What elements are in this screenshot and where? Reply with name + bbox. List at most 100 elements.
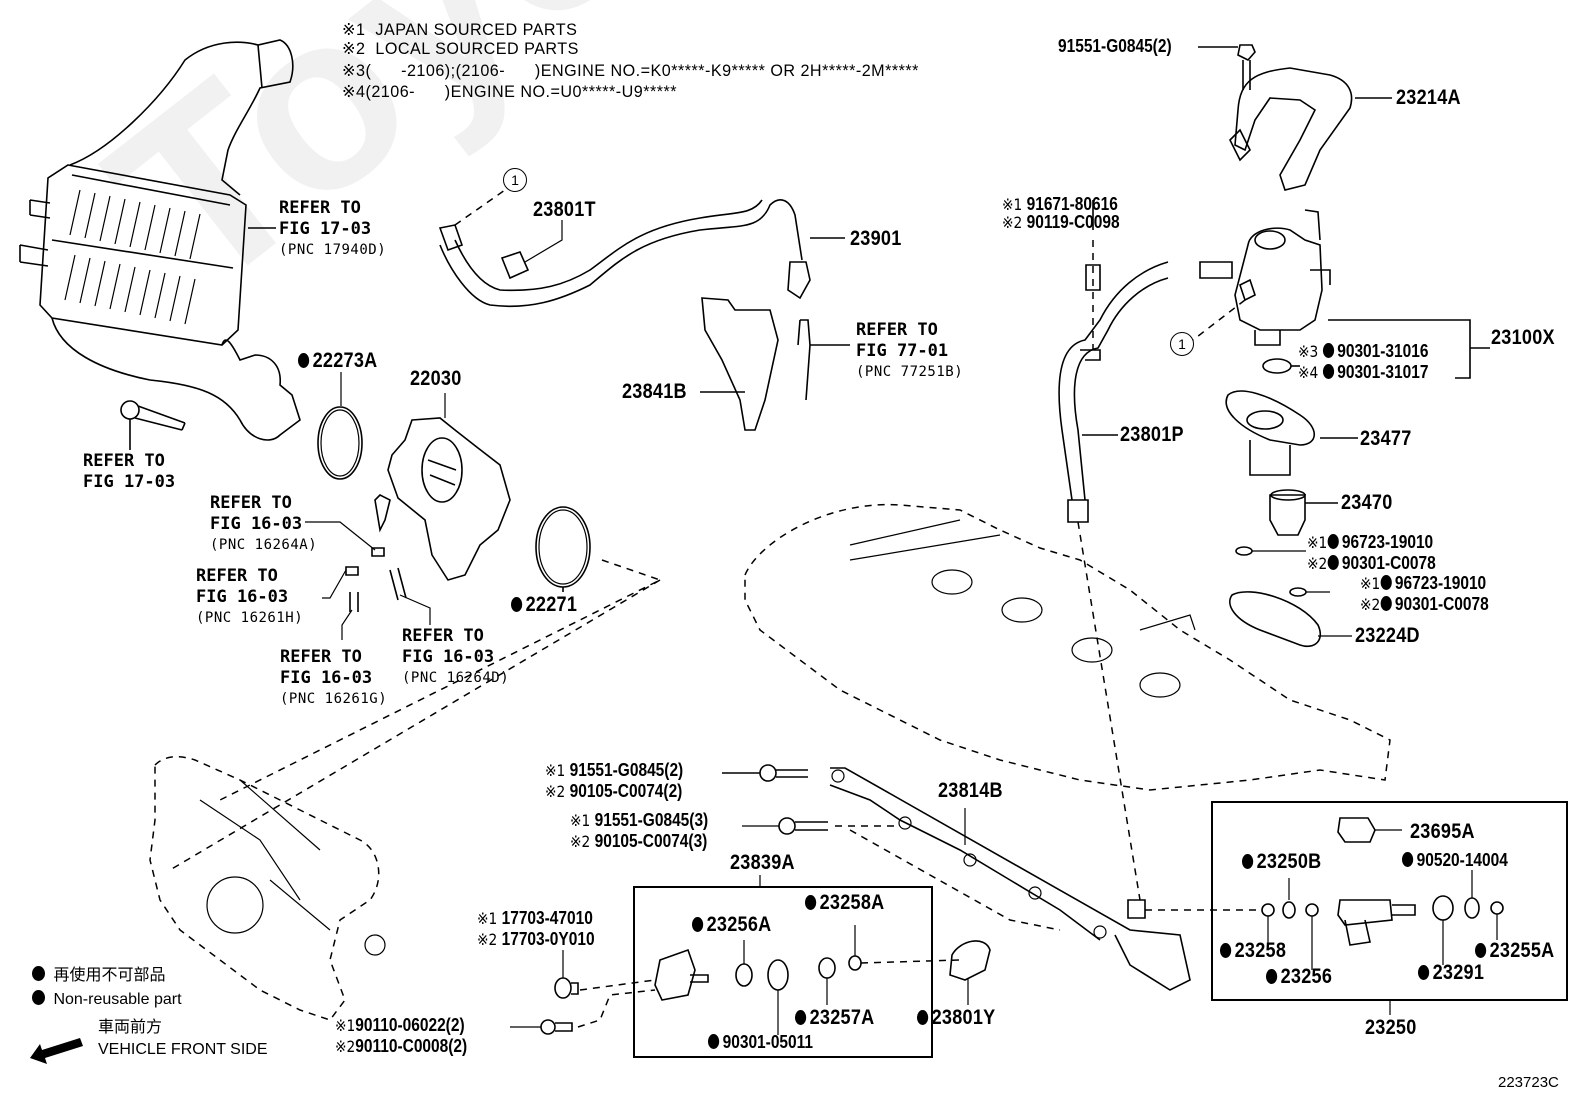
- alt-parts-stud[interactable]: ※190110-06022(2) ※290110-C0008(2): [335, 1015, 467, 1057]
- lifter-23470-drawing: [1269, 489, 1338, 536]
- legend-non-reusable-jp: 再使用不可部品: [32, 966, 165, 984]
- alt-part-row: ※2 90105-C0074(2): [545, 781, 683, 802]
- alt-part-row: ※2 17703-0Y010: [477, 929, 595, 950]
- alt-parts-pump-oring[interactable]: ※3 90301-31016 ※4 90301-31017: [1298, 341, 1428, 383]
- non-reusable-dot-icon: [1327, 555, 1339, 570]
- ref-line2: FIG 16-03: [402, 647, 495, 667]
- part-label-23801Y[interactable]: 23801Y: [917, 1007, 995, 1028]
- alt-part-row: ※1 91551-G0845(2): [545, 760, 683, 781]
- non-reusable-dot-icon: [1322, 364, 1334, 379]
- non-reusable-dot-icon: [1402, 852, 1414, 867]
- part-label-22030[interactable]: 22030: [410, 367, 462, 390]
- ref-pnc: (PNC 16264A): [210, 537, 318, 553]
- alt-mark: ※2: [477, 930, 498, 949]
- part-label-23801P[interactable]: 23801P: [1120, 423, 1184, 446]
- alt-mark: ※1: [570, 811, 591, 830]
- alt-part-row: ※190110-06022(2): [335, 1015, 467, 1036]
- ref-pnc: (PNC 16261G): [280, 691, 388, 707]
- part-label-23695A[interactable]: 23695A: [1410, 820, 1475, 843]
- alt-pn: 90105-C0074(2): [569, 781, 683, 801]
- part-label-90301-05011[interactable]: 90301-05011: [708, 1033, 813, 1051]
- alt-mark: ※2: [1360, 595, 1381, 614]
- part-number: 22273A: [312, 349, 378, 372]
- part-label-23801T[interactable]: 23801T: [533, 198, 596, 221]
- part-label-23841B[interactable]: 23841B: [622, 380, 687, 403]
- ref-pnc-16261H[interactable]: REFER TO FIG 16-03 (PNC 16261H): [196, 566, 303, 629]
- ref-line1: REFER TO: [402, 626, 484, 646]
- ref-line1: REFER TO: [83, 451, 165, 471]
- part-label-23258[interactable]: 23258: [1220, 940, 1286, 961]
- part-number: 23258A: [819, 891, 885, 914]
- alt-part-row: ※1 91551-G0845(3): [570, 810, 708, 831]
- alt-mark: ※3: [1298, 342, 1319, 361]
- ref-pnc: (PNC 77251B): [856, 364, 964, 380]
- note-text: ( -2106);(2106- )ENGINE NO.=K0*****-K9**…: [365, 61, 919, 80]
- part-label-91551-G0845-top[interactable]: 91551-G0845(2): [1058, 36, 1172, 56]
- part-label-23250B[interactable]: 23250B: [1242, 851, 1321, 872]
- alt-parts-pump-bolt[interactable]: ※1 91671-80616 ※2 90119-C0098: [1002, 195, 1120, 231]
- part-label-23839A[interactable]: 23839A: [730, 851, 795, 874]
- ref-line2: FIG 17-03: [83, 472, 176, 492]
- part-label-23100X[interactable]: 23100X: [1491, 326, 1555, 349]
- part-label-23255A[interactable]: 23255A: [1475, 940, 1554, 961]
- part-label-23214A[interactable]: 23214A: [1396, 86, 1461, 109]
- alt-parts-rail-bolt-2[interactable]: ※1 91551-G0845(2) ※2 90105-C0074(2): [545, 760, 683, 802]
- part-number: 23801Y: [931, 1006, 996, 1029]
- part-label-23224D[interactable]: 23224D: [1355, 624, 1420, 647]
- ref-bolt[interactable]: REFER TO FIG 17-03: [83, 451, 175, 493]
- ref-fig77[interactable]: REFER TO FIG 77-01 (PNC 77251B): [856, 320, 963, 383]
- part-label-23256[interactable]: 23256: [1266, 966, 1332, 987]
- note-mark: ※4: [342, 82, 366, 101]
- part-label-23291[interactable]: 23291: [1418, 962, 1484, 983]
- bracket-23841B-drawing: [700, 297, 850, 431]
- part-label-23256A[interactable]: 23256A: [692, 914, 771, 935]
- alt-mark: ※1: [335, 1016, 356, 1035]
- gasket-23224D-drawing: [1229, 591, 1322, 647]
- alt-mark: ※1: [477, 909, 498, 928]
- part-number: 23257A: [809, 1006, 875, 1029]
- ref-line1: REFER TO: [280, 647, 362, 667]
- oring-a-drawing: [1235, 546, 1253, 556]
- part-label-23901[interactable]: 23901: [850, 227, 902, 250]
- kit-23839A-parts-drawing: [654, 925, 961, 1035]
- part-label-23470[interactable]: 23470: [1341, 491, 1393, 514]
- part-label-23250[interactable]: 23250: [1365, 1016, 1417, 1039]
- alt-parts-plug[interactable]: ※1 17703-47010 ※2 17703-0Y010: [477, 908, 595, 950]
- alt-mark: ※1: [1002, 195, 1023, 214]
- ref-pnc-16261G[interactable]: REFER TO FIG 16-03 (PNC 16261G): [280, 647, 387, 710]
- part-label-23814B[interactable]: 23814B: [938, 779, 1003, 802]
- part-label-23258A[interactable]: 23258A: [805, 892, 884, 913]
- bracket-23214A-drawing: [1198, 44, 1392, 191]
- part-label-23477[interactable]: 23477: [1360, 427, 1412, 450]
- note-4: ※4(2106- )ENGINE NO.=U0*****-U9*****: [342, 82, 677, 101]
- rail-bolts-drawing: [722, 764, 1061, 931]
- alt-mark: ※2: [570, 832, 591, 851]
- ref-line1: REFER TO: [210, 493, 292, 513]
- ref-pnc-16264A[interactable]: REFER TO FIG 16-03 (PNC 16264A): [210, 493, 317, 556]
- alt-pn: 90301-C0078: [1394, 594, 1489, 614]
- ref-intercooler[interactable]: REFER TO FIG 17-03 (PNC 17940D): [279, 198, 386, 261]
- part-label-23257A[interactable]: 23257A: [795, 1007, 874, 1028]
- alt-pn: 91551-G0845(2): [569, 760, 684, 780]
- ref-pnc-16264D[interactable]: REFER TO FIG 16-03 (PNC 16264D): [402, 626, 509, 689]
- alt-pn: 90110-06022(2): [355, 1015, 465, 1035]
- part-label-22271[interactable]: 22271: [511, 594, 577, 615]
- non-reusable-dot-icon: [1380, 596, 1392, 611]
- non-reusable-dot-icon: [795, 1010, 807, 1025]
- intake-manifold-drawing: [149, 755, 386, 1021]
- part-label-22273A[interactable]: 22273A: [298, 350, 377, 371]
- part-label-90520-14004[interactable]: 90520-14004: [1402, 851, 1508, 869]
- alt-pn: 90119-C0098: [1026, 212, 1120, 232]
- part-number: 23256A: [706, 913, 772, 936]
- throttle-body-drawing: [374, 393, 511, 581]
- non-reusable-dot-icon: [32, 990, 45, 1005]
- alt-parts-rail-bolt-3[interactable]: ※1 91551-G0845(3) ※2 90105-C0074(3): [570, 810, 708, 852]
- non-reusable-dot-icon: [917, 1010, 929, 1025]
- intercooler-drawing: [19, 39, 301, 441]
- alt-mark: ※2: [545, 782, 566, 801]
- legend-front-jp: 車両前方: [98, 1019, 163, 1036]
